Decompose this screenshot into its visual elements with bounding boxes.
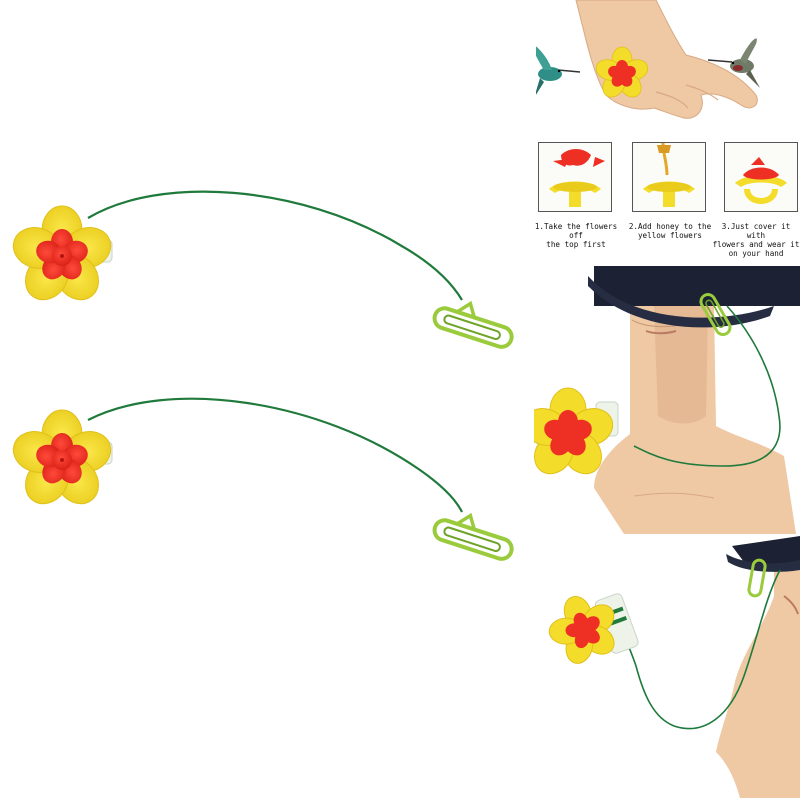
side-clip — [747, 558, 767, 598]
cap — [588, 266, 800, 328]
hand-ring-photo — [536, 0, 800, 140]
instruction-step-1-image — [538, 142, 612, 212]
ring-flower — [595, 46, 649, 98]
flower-1 — [12, 205, 112, 301]
instruction-step-2-caption: 2.Add honey to the yellow flowers — [628, 222, 712, 240]
feeder-2 — [12, 397, 514, 561]
mannequin-flower — [534, 387, 614, 475]
hummingbird-left — [536, 46, 581, 95]
flower-2 — [12, 409, 112, 505]
wire-1 — [87, 190, 463, 301]
mannequin-side-photo — [544, 536, 800, 798]
side-flower — [548, 596, 615, 664]
feeder-1 — [12, 190, 514, 349]
instruction-step-2-image — [632, 142, 706, 212]
clip-1 — [432, 300, 514, 349]
instruction-step-3-caption: 3.Just cover it with flowers and wear it… — [712, 222, 800, 258]
clip-2 — [432, 512, 514, 561]
mannequin-front-photo — [534, 266, 800, 534]
instruction-step-1-caption: 1.Take the flowers off the top first — [534, 222, 618, 249]
mannequin-clip — [699, 293, 732, 337]
wire-2 — [87, 397, 463, 513]
hummingbird-right — [707, 38, 760, 88]
instruction-step-3-image — [724, 142, 798, 212]
product-photo-left — [12, 190, 514, 561]
